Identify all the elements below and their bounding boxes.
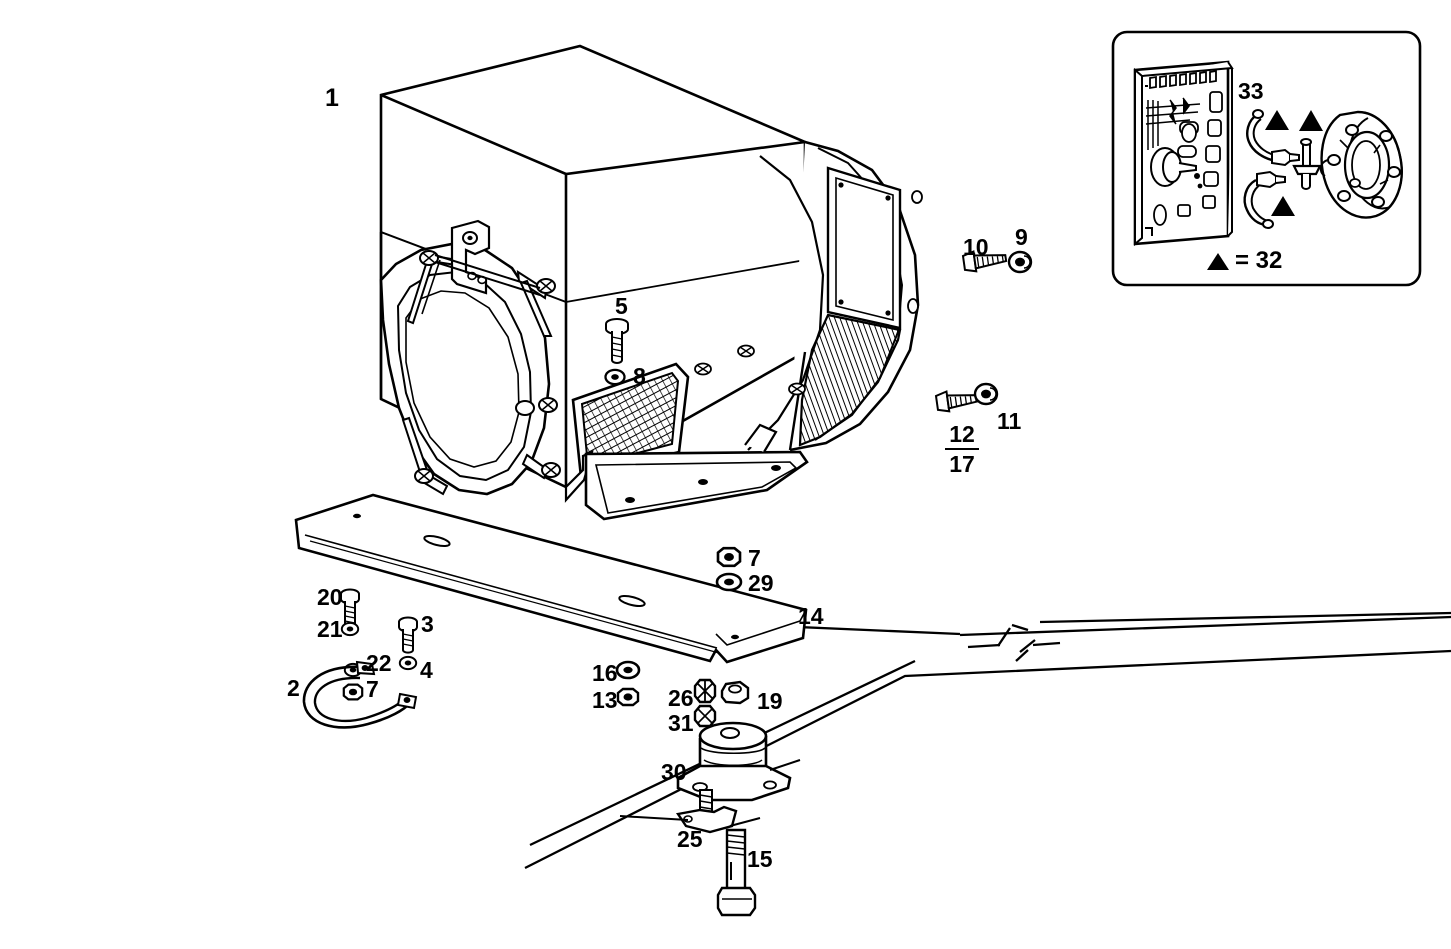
- fraction-denominator: 17: [949, 451, 975, 478]
- washer-right-upper: [1007, 250, 1033, 274]
- callout-30: 30: [661, 759, 687, 785]
- callout-21: 21: [317, 616, 343, 642]
- rubber-isolator-mount: [676, 721, 792, 802]
- terminal-stud: [1292, 138, 1322, 190]
- chassis-frame-rail: [524, 611, 1451, 870]
- callout-11: 11: [997, 408, 1022, 434]
- callout-15: 15: [747, 846, 773, 872]
- mounting-rail-plate: [294, 493, 808, 664]
- callout-2: 2: [287, 675, 300, 701]
- leader-lines: [619, 759, 801, 827]
- regulator-detail-inset: [1111, 30, 1422, 287]
- callout-29: 29: [748, 570, 774, 596]
- callout-26: 26: [668, 685, 694, 711]
- callout-22: 22: [366, 650, 392, 676]
- long-hex-bolt-15: [716, 828, 757, 917]
- voltage-regulator-board: [1133, 60, 1234, 247]
- lock-nut-upper: [716, 546, 742, 568]
- callout-5: 5: [615, 293, 628, 319]
- fraction-bar: [945, 448, 979, 451]
- screw-20: [340, 588, 360, 629]
- callout-9: 9: [1015, 224, 1028, 250]
- washer-4: [398, 655, 418, 671]
- callout-1: 1: [325, 84, 339, 112]
- callout-33: 33: [1238, 78, 1264, 104]
- triangle-icon: [1207, 252, 1229, 270]
- screw-3: [398, 616, 418, 654]
- nut-13: [616, 687, 640, 707]
- lock-nut-7: [342, 683, 364, 701]
- callout-4: 4: [420, 657, 433, 683]
- callout-3: 3: [421, 611, 434, 637]
- callout-25: 25: [677, 826, 703, 852]
- washer-21: [340, 621, 360, 637]
- callout-13: 13: [592, 687, 618, 713]
- callout-19: 19: [757, 688, 783, 714]
- callout-20: 20: [317, 584, 343, 610]
- lead-wire-lower: [1243, 170, 1286, 229]
- cap-19: [720, 680, 750, 705]
- washer-right-lower: [973, 382, 999, 406]
- callout-16: 16: [592, 660, 618, 686]
- slip-ring-brush-holder: [1319, 110, 1403, 219]
- callout-7-lower: 7: [366, 676, 379, 702]
- triangle-marker: [1265, 110, 1323, 216]
- washer-upper: [604, 368, 626, 386]
- washer-16: [615, 660, 641, 680]
- generator-alternator-body: [379, 44, 923, 521]
- inset-legend-text: = 32: [1235, 247, 1283, 274]
- clamp-plate-25: [675, 789, 738, 834]
- callout-7-upper: 7: [748, 545, 761, 571]
- inset-legend: = 32: [1207, 247, 1282, 275]
- nut-26: [693, 678, 717, 704]
- ground-strap-cable: [302, 660, 418, 729]
- callout-14: 14: [798, 603, 824, 629]
- callout-31: 31: [668, 710, 694, 736]
- washer-31: [693, 704, 717, 728]
- callout-10: 10: [963, 234, 989, 260]
- fraction-numerator: 12: [949, 421, 975, 447]
- callout-12-over-17: 12 17: [945, 422, 979, 476]
- lead-wire-upper: [1246, 109, 1300, 167]
- callout-8: 8: [633, 363, 646, 389]
- hex-bolt-right-lower: [934, 386, 981, 414]
- flat-washer-29: [715, 572, 743, 592]
